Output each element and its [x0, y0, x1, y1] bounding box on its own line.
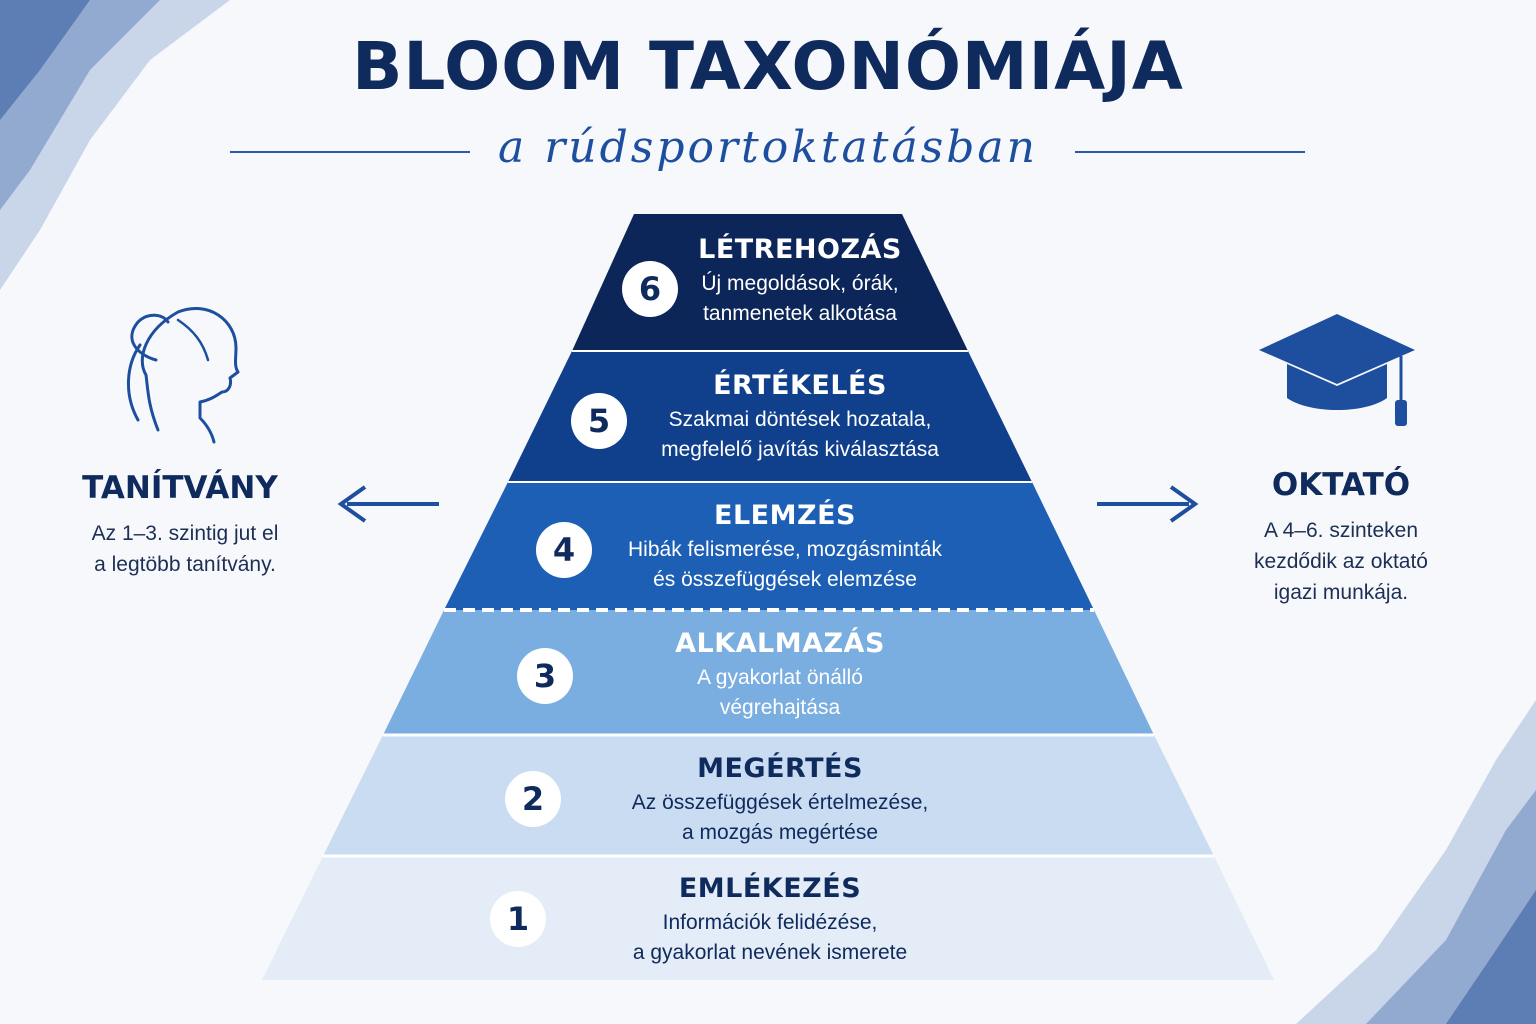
- level-5-desc: Szakmai döntések hozatala, megfelelő jav…: [661, 408, 939, 461]
- arrow-right-icon: [1097, 485, 1199, 523]
- student-head-icon: [127, 306, 240, 444]
- instructor-title: OKTATÓ: [1271, 467, 1411, 503]
- student-title: TANÍTVÁNY: [82, 470, 278, 506]
- level-2-desc: Az összefüggések értelmezése, a mozgás m…: [631, 791, 929, 844]
- page-subtitle: a rúdsportoktatásban: [497, 122, 1038, 173]
- graduation-cap-icon: [1259, 314, 1415, 426]
- level-1-title: EMLÉKEZÉS: [678, 873, 862, 904]
- level-1-band: [262, 856, 1274, 980]
- level-3-band: [383, 610, 1154, 735]
- level-5-text: ÉRTÉKELÉS Szakmai döntések hozatala, meg…: [630, 370, 970, 465]
- level-6-band: [572, 214, 968, 351]
- level-3-title: ALKALMAZÁS: [675, 628, 885, 659]
- subtitle-rule-right: [1075, 151, 1305, 153]
- brush-corner-top-left: [0, 0, 230, 290]
- level-3-badge: 3: [517, 648, 573, 704]
- level-4-band: [444, 482, 1094, 610]
- arrow-left-icon: [337, 485, 439, 523]
- page-title: BLOOM TAXONÓMIÁJA: [352, 28, 1184, 105]
- student-text: Az 1–3. szintig jut el a legtöbb tanítvá…: [91, 522, 279, 576]
- level-1-badge: 1: [490, 891, 546, 947]
- level-5-band: [508, 351, 1032, 482]
- level-6-title: LÉTREHOZÁS: [698, 234, 902, 265]
- level-6-desc: Új megoldások, órák, tanmenetek alkotása: [701, 272, 899, 325]
- level-4-title: ELEMZÉS: [714, 500, 856, 531]
- level-6-badge: 6: [622, 261, 678, 317]
- level-4-badge: 4: [536, 522, 592, 578]
- instructor-text: A 4–6. szinteken kezdődik az oktató igaz…: [1254, 519, 1428, 604]
- level-5-title: ÉRTÉKELÉS: [713, 370, 887, 401]
- level-1-text: EMLÉKEZÉS Információk felidézése, a gyak…: [590, 873, 950, 968]
- level-1-desc: Információk felidézése, a gyakorlat nevé…: [632, 911, 908, 964]
- level-4-desc: Hibák felismerése, mozgásminták és össze…: [628, 538, 942, 591]
- level-4-text: ELEMZÉS Hibák felismerése, mozgásminták …: [600, 500, 970, 595]
- level-3-text: ALKALMAZÁS A gyakorlat önálló végrehajtá…: [600, 628, 960, 723]
- brush-corner-bottom-right: [1296, 700, 1536, 1024]
- level-6-text: LÉTREHOZÁS Új megoldások, órák, tanmenet…: [660, 234, 940, 329]
- level-2-badge: 2: [505, 771, 561, 827]
- level-2-band: [323, 735, 1214, 856]
- level-2-title: MEGÉRTÉS: [697, 753, 863, 784]
- level-5-badge: 5: [571, 393, 627, 449]
- subtitle-rule-left: [230, 151, 470, 153]
- level-2-text: MEGÉRTÉS Az összefüggések értelmezése, a…: [590, 753, 970, 848]
- level-3-desc: A gyakorlat önálló végrehajtása: [697, 666, 863, 719]
